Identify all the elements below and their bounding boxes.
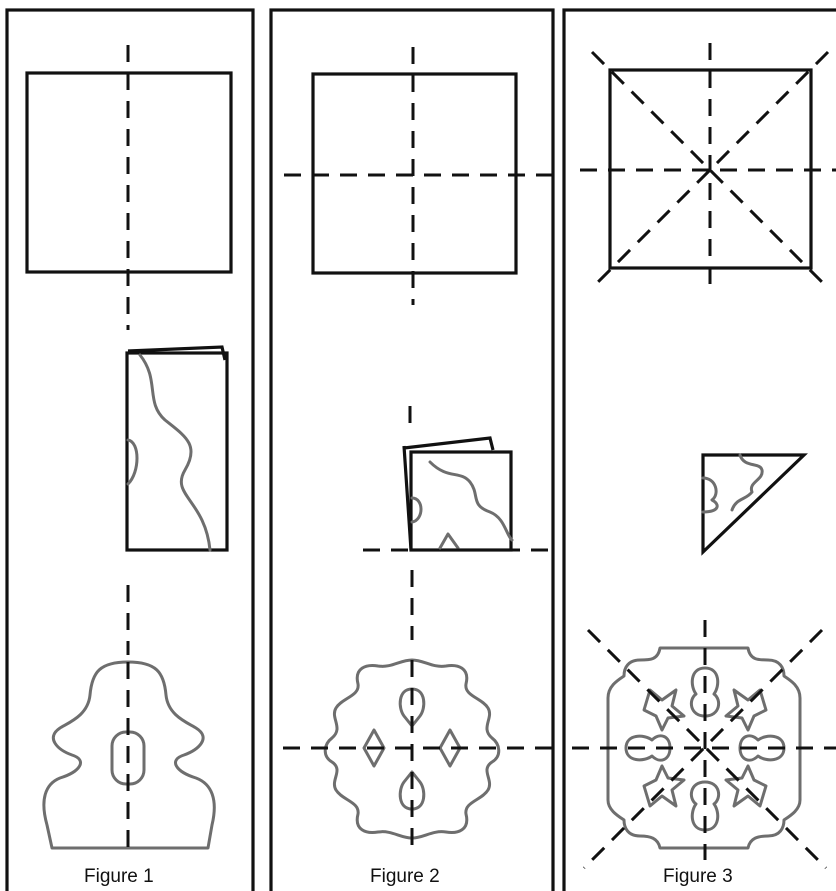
fig1-folded-sheet [127, 353, 227, 550]
figure-1-panel: Figure 1 [7, 10, 253, 891]
fig3-hole-top-left [644, 690, 684, 730]
fig3-folded-triangle [703, 455, 804, 552]
fig1-cut-line [128, 440, 137, 484]
panel-3-border [564, 10, 836, 891]
figure-2-panel: Figure 2 [271, 10, 553, 891]
figure-2-caption: Figure 2 [370, 866, 440, 887]
figure-3-panel: Figure 3 [564, 10, 836, 891]
fig2-folded-sheet [411, 452, 511, 550]
panel-1-border [7, 10, 253, 891]
fig3-fold-line-diagonal-result-2 [584, 630, 822, 868]
fig1-cut-line-outer [140, 355, 210, 550]
figure-3-caption: Figure 3 [663, 866, 733, 887]
fig2-cut-line [412, 462, 512, 548]
fig3-fold-line-diagonal-result-1 [588, 630, 826, 868]
figure-1-caption: Figure 1 [84, 866, 154, 887]
fig3-hole-top-right [726, 690, 766, 730]
